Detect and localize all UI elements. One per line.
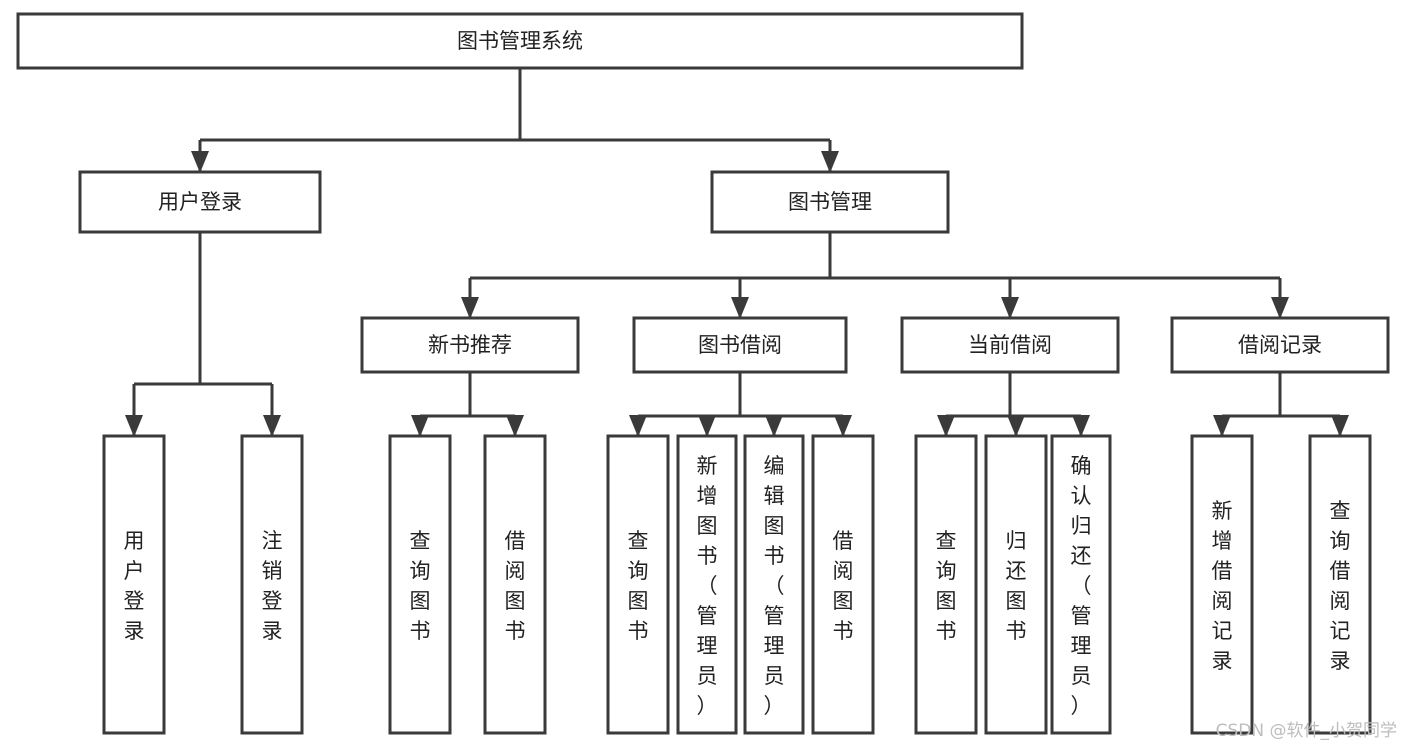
- node-box-leaf-edit-book[interactable]: [743, 434, 805, 735]
- node-box-leaf-user-logout[interactable]: [240, 434, 304, 735]
- connector-arrowhead: [1072, 415, 1090, 437]
- connector-arrowhead: [506, 415, 524, 437]
- node-label-leaf-user-logout: 注销登录: [262, 529, 283, 643]
- connector-arrowhead: [1001, 297, 1019, 319]
- csdn-watermark: CSDN @软件_小贺同学: [1215, 721, 1397, 741]
- node-box-borrow-records[interactable]: [1170, 316, 1390, 374]
- node-leaf-user-login[interactable]: 用户登录: [102, 434, 166, 735]
- node-label-leaf-query-book-2: 查询图书: [628, 529, 649, 643]
- node-box-book-borrow[interactable]: [632, 316, 848, 374]
- node-box-leaf-query-book-2[interactable]: [606, 434, 670, 735]
- node-leaf-query-book-1[interactable]: 查询图书: [388, 434, 452, 735]
- node-label-borrow-records: 借阅记录: [1238, 333, 1322, 357]
- node-leaf-query-book-2[interactable]: 查询图书: [606, 434, 670, 735]
- connector-arrowhead: [629, 415, 647, 437]
- node-box-leaf-add-book[interactable]: [676, 434, 738, 735]
- node-box-current-borrow[interactable]: [900, 316, 1120, 374]
- node-leaf-confirm-return[interactable]: 确认归还（管理员）: [1050, 434, 1112, 735]
- node-label-leaf-user-login: 用户登录: [124, 529, 145, 643]
- node-box-root[interactable]: [16, 12, 1024, 70]
- node-label-leaf-query-record: 查询借阅记录: [1330, 499, 1351, 673]
- node-book-borrow[interactable]: 图书借阅: [632, 316, 848, 374]
- connector-arrowhead: [765, 415, 783, 437]
- node-label-current-borrow: 当前借阅: [968, 333, 1052, 357]
- node-box-leaf-user-login[interactable]: [102, 434, 166, 735]
- connector-arrowhead: [1271, 297, 1289, 319]
- node-box-user-login[interactable]: [78, 170, 322, 234]
- connector-arrowhead: [698, 415, 716, 437]
- node-leaf-add-record[interactable]: 新增借阅记录: [1190, 434, 1254, 735]
- node-label-leaf-borrow-book-1: 借阅图书: [505, 529, 526, 643]
- node-label-user-login: 用户登录: [158, 190, 242, 214]
- node-label-leaf-add-book: 新增图书（管理员）: [697, 454, 718, 718]
- connector-arrowhead: [461, 297, 479, 319]
- node-box-new-book-recommend[interactable]: [360, 316, 580, 374]
- node-leaf-add-book[interactable]: 新增图书（管理员）: [676, 434, 738, 735]
- connector-arrowhead: [191, 151, 209, 173]
- connector-arrowhead: [731, 297, 749, 319]
- node-new-book-recommend[interactable]: 新书推荐: [360, 316, 580, 374]
- connector-arrowhead: [411, 415, 429, 437]
- connector-arrowhead: [834, 415, 852, 437]
- node-box-leaf-query-book-1[interactable]: [388, 434, 452, 735]
- connector-arrowhead: [1213, 415, 1231, 437]
- node-leaf-edit-book[interactable]: 编辑图书（管理员）: [743, 434, 805, 735]
- node-leaf-query-book-3[interactable]: 查询图书: [914, 434, 978, 735]
- connector-arrowhead: [937, 415, 955, 437]
- connector-arrowhead: [263, 415, 281, 437]
- node-label-book-borrow: 图书借阅: [698, 333, 782, 357]
- node-box-leaf-borrow-book-1[interactable]: [483, 434, 547, 735]
- node-root[interactable]: 图书管理系统: [16, 12, 1024, 70]
- node-label-book-management: 图书管理: [788, 190, 872, 214]
- node-box-leaf-return-book[interactable]: [984, 434, 1048, 735]
- node-label-leaf-confirm-return: 确认归还（管理员）: [1071, 454, 1092, 718]
- node-label-root: 图书管理系统: [457, 29, 583, 53]
- node-leaf-borrow-book-2[interactable]: 借阅图书: [811, 434, 875, 735]
- node-label-new-book-recommend: 新书推荐: [428, 333, 512, 357]
- connector-arrowhead: [1331, 415, 1349, 437]
- node-label-leaf-borrow-book-2: 借阅图书: [833, 529, 854, 643]
- node-leaf-user-logout[interactable]: 注销登录: [240, 434, 304, 735]
- node-user-login[interactable]: 用户登录: [78, 170, 322, 234]
- node-leaf-return-book[interactable]: 归还图书: [984, 434, 1048, 735]
- connector-arrowhead: [821, 151, 839, 173]
- node-box-book-management[interactable]: [710, 170, 950, 234]
- node-box-leaf-borrow-book-2[interactable]: [811, 434, 875, 735]
- node-label-leaf-edit-book: 编辑图书（管理员）: [764, 454, 785, 718]
- node-borrow-records[interactable]: 借阅记录: [1170, 316, 1390, 374]
- node-label-leaf-query-book-1: 查询图书: [410, 529, 431, 643]
- node-label-leaf-return-book: 归还图书: [1006, 529, 1027, 643]
- node-box-leaf-confirm-return[interactable]: [1050, 434, 1112, 735]
- node-box-leaf-query-book-3[interactable]: [914, 434, 978, 735]
- node-box-leaf-add-record[interactable]: [1190, 434, 1254, 735]
- node-label-leaf-add-record: 新增借阅记录: [1212, 499, 1233, 673]
- connector-arrowhead: [1007, 415, 1025, 437]
- connector-arrowhead: [125, 415, 143, 437]
- node-label-leaf-query-book-3: 查询图书: [936, 529, 957, 643]
- node-book-management[interactable]: 图书管理: [710, 170, 950, 234]
- node-leaf-query-record[interactable]: 查询借阅记录: [1308, 434, 1372, 735]
- node-leaf-borrow-book-1[interactable]: 借阅图书: [483, 434, 547, 735]
- node-current-borrow[interactable]: 当前借阅: [900, 316, 1120, 374]
- node-box-leaf-query-record[interactable]: [1308, 434, 1372, 735]
